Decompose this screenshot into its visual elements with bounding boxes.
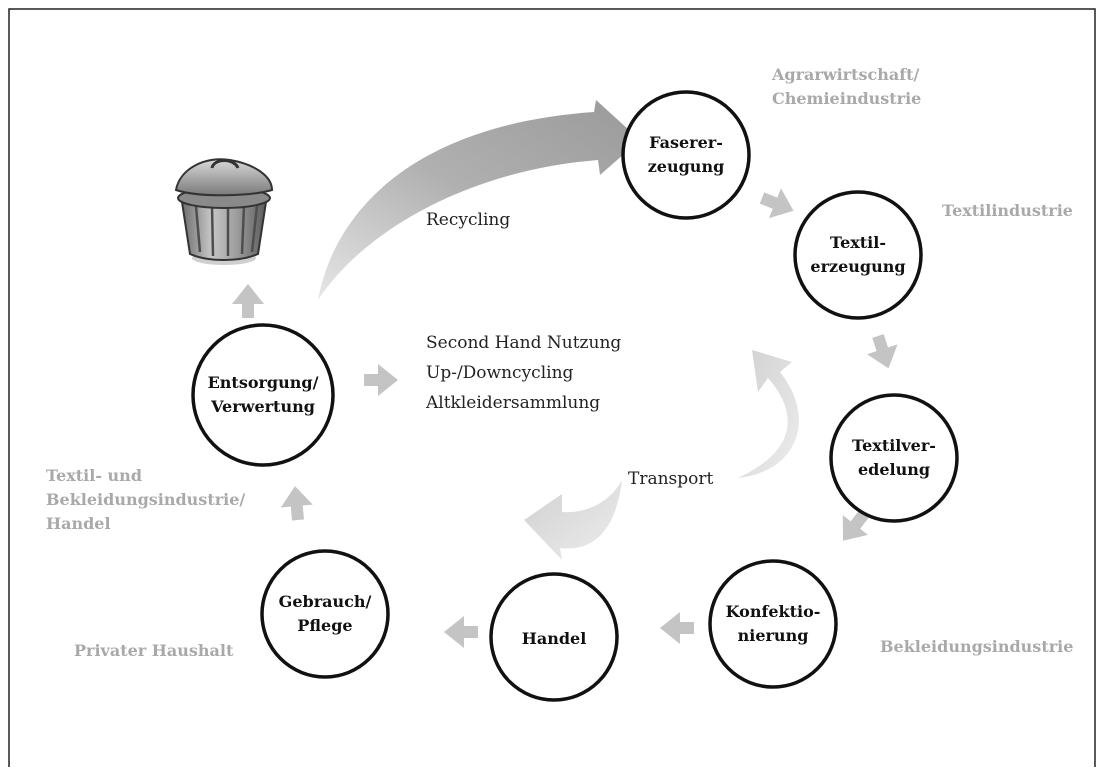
- side-label-textilindustrie: Textilindustrie: [942, 201, 1073, 220]
- reuse-option-second-hand: Second Hand Nutzung: [426, 333, 621, 353]
- arrow-veredelung-to-konfektion: [842, 510, 869, 541]
- node-fasererzeugung: Faserer- zeugung: [621, 90, 751, 220]
- node-label-line2: edelung: [858, 460, 930, 479]
- side-label-textil-line3: Handel: [46, 514, 111, 533]
- side-label-agrar-line1: Agrarwirtschaft/: [771, 65, 920, 84]
- arrow-entsorgung-to-trash: [232, 284, 264, 318]
- node-label-line2: zeugung: [648, 157, 725, 176]
- node-textilerzeugung: Textil- erzeugung: [793, 190, 923, 320]
- flow-arrows: [232, 188, 898, 648]
- arrow-gebrauch-to-entsorgung: [280, 486, 313, 521]
- recycling-label: Recycling: [426, 210, 510, 230]
- node-label-line2: Pflege: [297, 616, 352, 635]
- node-label-line1: Gebrauch/: [279, 592, 372, 611]
- transport-label: Transport: [628, 469, 714, 489]
- node-label-line1: Textilver-: [852, 436, 936, 455]
- transport-arrow-left: [524, 480, 622, 560]
- recycling-arrow: [318, 100, 640, 300]
- node-label-line2: erzeugung: [810, 257, 905, 276]
- trash-can-icon: [174, 158, 274, 265]
- side-label-privater-haushalt: Privater Haushalt: [74, 641, 234, 660]
- transport-arrow-up: [738, 350, 799, 478]
- node-label-line1: Faserer-: [649, 133, 723, 152]
- arrow-konfektion-to-handel: [660, 612, 694, 644]
- reuse-option-altkleidersammlung: Altkleidersammlung: [425, 393, 600, 413]
- node-konfektionierung: Konfektio- nierung: [708, 559, 838, 689]
- node-label-line2: Verwertung: [210, 397, 315, 416]
- arrow-textil-to-veredelung: [867, 334, 898, 369]
- node-entsorgung-verwertung: Entsorgung/ Verwertung: [191, 323, 335, 467]
- arrow-handel-to-gebrauch: [444, 616, 478, 648]
- side-label-bekleidungsindustrie: Bekleidungsindustrie: [880, 637, 1073, 656]
- side-label-textil-line2: Bekleidungsindustrie/: [46, 490, 245, 509]
- reuse-option-up-downcycling: Up-/Downcycling: [426, 363, 574, 383]
- node-label-line1: Konfektio-: [726, 602, 821, 621]
- arrow-faser-to-textil: [759, 188, 794, 219]
- node-gebrauch-pflege: Gebrauch/ Pflege: [260, 549, 390, 679]
- node-label-line1: Handel: [522, 629, 587, 648]
- side-label-agrar-line2: Chemieindustrie: [772, 89, 921, 108]
- node-label-line1: Textil-: [830, 233, 886, 252]
- node-label-line1: Entsorgung/: [208, 373, 319, 392]
- node-handel: Handel: [489, 572, 619, 702]
- arrow-entsorgung-to-reuse: [364, 364, 398, 396]
- side-label-textil-line1: Textil- und: [46, 466, 142, 485]
- node-label-line2: nierung: [738, 626, 809, 645]
- node-textilveredelung: Textilver- edelung: [829, 393, 959, 523]
